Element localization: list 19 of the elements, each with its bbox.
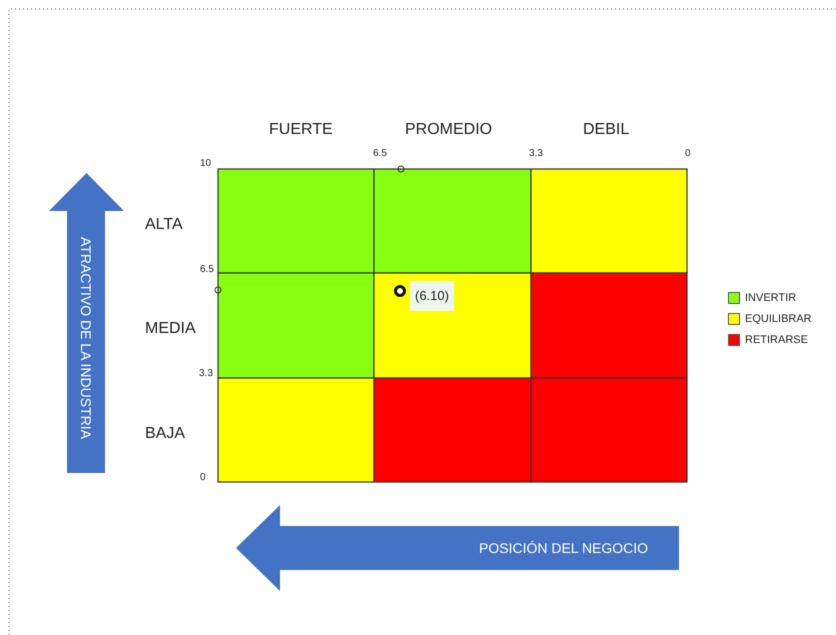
tick-label: 3.3 — [199, 368, 213, 379]
axis-category-label: BAJA — [145, 425, 186, 443]
point-label: (6.10) — [410, 281, 454, 311]
tick-label: 10 — [200, 158, 212, 169]
tick-label: 3.3 — [529, 148, 543, 159]
axis-category-label: PROMEDIO — [405, 121, 492, 139]
tick-label: 0 — [685, 148, 691, 159]
axis-category-label: DEBIL — [583, 121, 630, 139]
axis-category-label: FUERTE — [269, 121, 333, 139]
legend-label: INVERTIR — [745, 292, 796, 304]
tick-label: 6.5 — [200, 264, 214, 275]
tick-label: 6.5 — [373, 148, 387, 159]
axis-title: POSICIÓN DEL NEGOCIO — [479, 540, 648, 556]
axis-category-label: MEDIA — [145, 320, 196, 338]
legend-label: EQUILIBRAR — [745, 313, 812, 325]
tick-label: 0 — [200, 472, 206, 483]
axis-title: ATRACTIVO DE LA INDUSTRIA — [78, 237, 94, 439]
axis-category-label: ALTA — [145, 216, 183, 234]
legend-label: RETIRARSE — [745, 334, 808, 346]
